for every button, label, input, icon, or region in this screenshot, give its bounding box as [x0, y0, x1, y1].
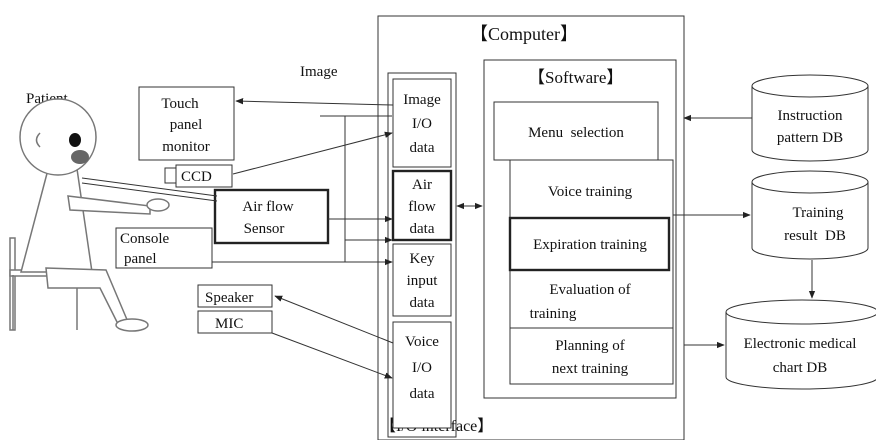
image-io-to-monitor-arrow: [235, 97, 394, 106]
mic-to-voice-arrow: [271, 332, 393, 379]
patient-body: [20, 161, 93, 273]
training-modules-box: [509, 159, 674, 385]
computer-title: 【Computer】: [470, 24, 578, 44]
key-input-data-block: Key input data: [392, 243, 452, 317]
patient-foot: [115, 318, 149, 332]
menu-selection-block: Menu selection: [493, 101, 659, 161]
patient-head: [19, 98, 97, 176]
svg-text:CCD: CCD: [181, 169, 212, 185]
image-io-line-3: data: [410, 140, 435, 156]
image-io-line-2: I/O: [412, 116, 432, 132]
patient-figure: [9, 98, 218, 332]
ccd-camera: CCD: [164, 164, 233, 188]
speaker: Speaker: [197, 284, 273, 308]
expiration-training-block: Expiration training: [508, 216, 671, 272]
patient-mouth: [71, 150, 89, 164]
airflow-data-block: Air flow data: [391, 169, 453, 242]
key-input-line-3: data: [410, 295, 435, 311]
voice-io-line-1: Voice: [405, 334, 439, 350]
mouthpiece-tube: [81, 177, 218, 197]
voice-to-speaker-arrow: [274, 295, 394, 344]
key-input-line-2: input: [407, 273, 439, 289]
microphone: MIC: [197, 310, 273, 334]
airflow-data-line-2: flow: [408, 199, 436, 215]
airflow-data-line-1: Air: [412, 177, 432, 193]
ccd-to-image-io-arrow: [232, 131, 393, 175]
voice-io-line-2: I/O: [412, 360, 432, 376]
patient-ear: [35, 132, 41, 148]
svg-text:Speaker: Speaker: [205, 290, 253, 306]
voice-io-line-3: data: [410, 386, 435, 402]
image-label: Image: [300, 64, 338, 80]
expiration-training-label: Expiration training: [533, 237, 647, 253]
key-input-line-1: Key: [410, 251, 435, 267]
software-title: 【Software】: [528, 68, 623, 87]
airflow-data-line-3: data: [410, 221, 435, 237]
patient-eye: [69, 133, 81, 147]
svg-text:MIC: MIC: [215, 316, 243, 332]
patient-hand: [146, 198, 170, 212]
image-io-line-1: Image: [403, 92, 441, 108]
patient-arm: [67, 195, 151, 215]
menu-selection-label: Menu selection: [528, 125, 624, 141]
voice-training-label: Voice training: [548, 184, 633, 200]
patient-leg: [45, 267, 130, 325]
